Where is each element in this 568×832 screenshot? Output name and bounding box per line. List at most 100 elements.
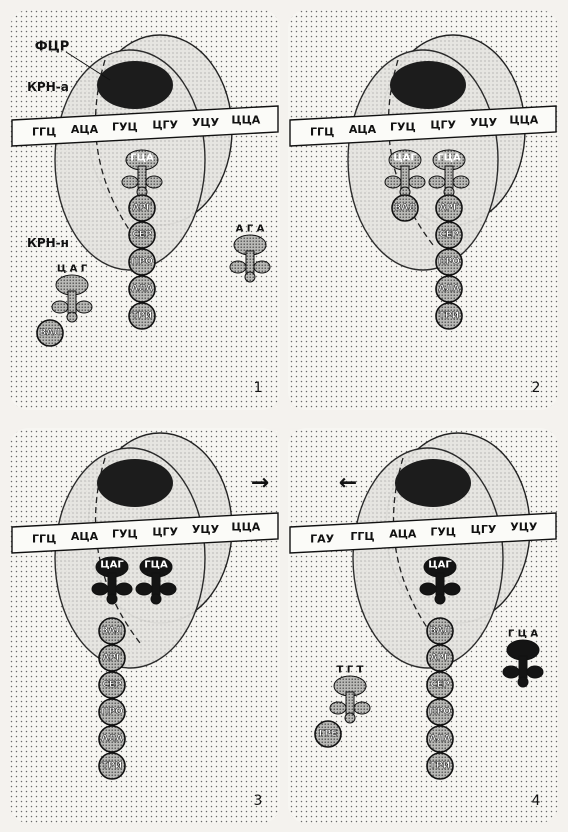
- free-trna-tail: [518, 677, 528, 687]
- free-trna-anticodon: А Г А: [236, 224, 265, 235]
- free-trna-arm-left: [330, 702, 346, 714]
- ribosome-trna-tail: [435, 594, 445, 604]
- chain-amino-label: АРГ: [132, 203, 152, 213]
- chain-amino-label: ТРИ: [102, 761, 122, 771]
- ribosome-trna-stem: [108, 573, 116, 595]
- ribosome-trna-arm-left: [136, 583, 152, 595]
- free-trna-arm-left: [230, 261, 246, 273]
- codon: АЦА: [71, 123, 99, 136]
- free-trna-tail: [345, 713, 355, 723]
- codon: ГГЦ: [350, 530, 374, 543]
- label-rna-a: КРН-а: [27, 80, 69, 94]
- codon: ГГЦ: [310, 125, 334, 138]
- ribosome-trna-tail: [107, 594, 117, 604]
- free-trna-tail: [245, 272, 255, 282]
- free-trna-stem: [246, 251, 254, 273]
- ribosome-trna-stem: [445, 166, 453, 188]
- label-rna-n: КРН-н: [27, 236, 69, 250]
- chain-amino-label: АРГ: [430, 653, 450, 663]
- codon: АЦА: [71, 530, 99, 543]
- free-trna-amino-label: ВАЛ: [39, 328, 60, 338]
- panel-number: 2: [532, 380, 541, 396]
- chain-amino-label: ПРО: [438, 257, 460, 267]
- chain-amino-label: ТРИ: [439, 311, 459, 321]
- codon: УЦУ: [510, 521, 538, 534]
- ribosome-trna-arm-left: [92, 583, 108, 595]
- free-trna-stem: [519, 656, 527, 678]
- codon: ЦЦА: [231, 114, 260, 127]
- ribosome-trna-arm-right: [409, 176, 425, 188]
- chain-amino-label: ВАЛ: [429, 626, 450, 636]
- ribosome-trna-arm-right: [444, 583, 460, 595]
- free-trna-stem: [346, 692, 354, 714]
- free-trna-amino-label: ГРЕ: [319, 729, 337, 739]
- chain-amino-label: АРГ: [102, 653, 122, 663]
- ribosome-trna-tail: [151, 594, 161, 604]
- codon: АЦА: [389, 528, 417, 541]
- ribosome-trna-stem: [138, 166, 146, 188]
- free-trna-arm-right: [527, 666, 543, 678]
- trna-anticodon: ЦАГ: [428, 560, 452, 571]
- ribosome-trna-arm-left: [385, 176, 401, 188]
- ribosome-trna-stem: [436, 573, 444, 595]
- peptidyl-transferase-center: [97, 61, 173, 109]
- ribosome-trna-arm-right: [453, 176, 469, 188]
- panel-2: ГГЦАЦАГУЦЦГУУЦУЦЦАЦАГВАЛГЦААРГСЕРПРОАЛАТ…: [288, 10, 558, 410]
- ribosome-trna-stem: [152, 573, 160, 595]
- chain-amino-label: ПРО: [429, 707, 451, 717]
- free-trna-arm-left: [52, 301, 68, 313]
- codon: ГУЦ: [112, 528, 138, 541]
- ribosome-trna-arm-left: [420, 583, 436, 595]
- chain-amino-label: ТРИ: [132, 311, 152, 321]
- codon: ГУЦ: [390, 121, 416, 134]
- codon: ГГЦ: [32, 532, 56, 545]
- free-trna-tail: [67, 312, 77, 322]
- panel-number: 3: [254, 793, 263, 809]
- codon: АЦА: [349, 123, 377, 136]
- trna-anticodon: ГЦА: [437, 153, 461, 164]
- chain-amino-label: СЕР: [439, 230, 459, 240]
- trna-anticodon: ГЦА: [144, 560, 168, 571]
- codon: ЦГУ: [471, 523, 497, 536]
- chain-amino-label: АЛА: [438, 284, 459, 294]
- ribosome-trna-arm-right: [146, 176, 162, 188]
- chain-amino-label: АРГ: [439, 203, 459, 213]
- chain-amino-label: СЕР: [430, 680, 450, 690]
- chain-amino-label: ПРО: [101, 707, 123, 717]
- ribosome-trna-stem: [401, 166, 409, 188]
- chain-amino-label: АЛА: [131, 284, 152, 294]
- ribosome-trna-amino-label: ВАЛ: [394, 203, 415, 213]
- label-fcr: ФЦР: [35, 40, 69, 55]
- free-trna-arm-right: [354, 702, 370, 714]
- chain-amino-label: ТРИ: [430, 761, 450, 771]
- codon: ГАУ: [310, 532, 335, 545]
- codon: ЦГУ: [430, 118, 456, 131]
- free-trna-arm-right: [254, 261, 270, 273]
- panel-number: 1: [254, 380, 263, 396]
- arrow-right: →: [251, 471, 269, 496]
- chain-amino-label: ВАЛ: [101, 626, 122, 636]
- codon: ГУЦ: [112, 121, 138, 134]
- codon: ЦЦА: [231, 521, 260, 534]
- codon: ГУЦ: [430, 525, 456, 538]
- codon: ЦГУ: [152, 118, 178, 131]
- codon: УЦУ: [192, 116, 220, 129]
- codon: ГГЦ: [32, 125, 56, 138]
- chain-amino-label: СЕР: [102, 680, 122, 690]
- chain-amino-label: ПРО: [131, 257, 153, 267]
- free-trna-arm-left: [503, 666, 519, 678]
- trna-anticodon: ЦАГ: [100, 560, 124, 571]
- chain-amino-label: СЕР: [132, 230, 152, 240]
- panel-number: 4: [532, 793, 541, 809]
- ribosome-trna-arm-right: [160, 583, 176, 595]
- free-trna-anticodon: Г Ц А: [508, 629, 539, 640]
- trna-anticodon: ГЦА: [130, 153, 154, 164]
- ribosome-trna-arm-left: [122, 176, 138, 188]
- ribosome-trna-arm-left: [429, 176, 445, 188]
- peptidyl-transferase-center: [390, 61, 466, 109]
